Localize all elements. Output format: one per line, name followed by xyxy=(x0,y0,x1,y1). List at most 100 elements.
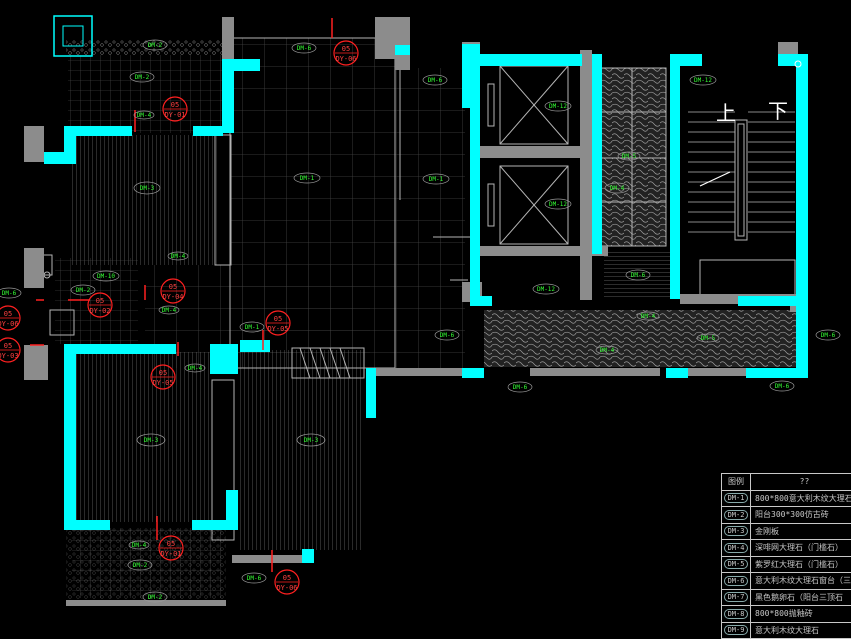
tag-dm1-living[interactable]: DM-1 xyxy=(293,172,321,184)
corridor-tile-floor xyxy=(395,68,465,368)
svg-text:DM-6: DM-6 xyxy=(513,384,528,391)
svg-text:DY-02: DY-02 xyxy=(89,307,110,315)
svg-text:DM-1: DM-1 xyxy=(245,324,260,331)
tag-dm6-lobby-br[interactable]: DM-6 xyxy=(769,380,795,392)
tag-dm4-2[interactable]: DM-4 xyxy=(167,251,189,261)
svg-text:DY-06: DY-06 xyxy=(276,584,297,592)
tag-dm4-1[interactable]: DM-4 xyxy=(133,110,155,120)
tag-dm6-threshold[interactable]: DM-6 xyxy=(625,269,651,281)
svg-text:DM-2: DM-2 xyxy=(135,74,150,81)
svg-text:DM-6: DM-6 xyxy=(428,77,443,84)
svg-text:DM-4: DM-4 xyxy=(600,347,615,354)
svg-text:DM-6: DM-6 xyxy=(631,272,646,279)
svg-text:05: 05 xyxy=(342,45,350,53)
svg-text:DM-12: DM-12 xyxy=(537,286,555,293)
svg-text:DM-4: DM-4 xyxy=(132,542,147,549)
tag-dm4-7[interactable]: DM-4 xyxy=(636,311,660,321)
svg-text:05: 05 xyxy=(274,315,282,323)
tag-dm1-corridor[interactable]: DM-1 xyxy=(422,173,450,185)
svg-text:DM-2: DM-2 xyxy=(133,562,148,569)
tag-dm6-left[interactable]: DM-6 xyxy=(0,287,22,299)
svg-text:05: 05 xyxy=(171,101,179,109)
tag-dm5-2[interactable]: DM-5 xyxy=(617,151,641,161)
drain-mark xyxy=(794,60,802,68)
tag-dm3-bedroom3[interactable]: DM-3 xyxy=(296,433,326,447)
tag-dm2-balcony[interactable]: DM-2 xyxy=(129,71,155,83)
svg-text:05: 05 xyxy=(4,310,12,318)
svg-text:DM-4: DM-4 xyxy=(641,313,656,320)
balcony-pebble-area xyxy=(66,528,226,603)
svg-text:05: 05 xyxy=(169,283,177,291)
svg-text:DM-6: DM-6 xyxy=(775,383,790,390)
svg-text:DM-4: DM-4 xyxy=(137,112,152,119)
tag-dm12-lobby[interactable]: DM-12 xyxy=(532,283,560,295)
legend-header: 图例 ?? xyxy=(722,474,851,490)
svg-text:DM-6: DM-6 xyxy=(297,45,312,52)
tag-dm4-4[interactable]: DM-4 xyxy=(184,363,206,373)
tag-dm6-top[interactable]: DM-6 xyxy=(291,42,317,54)
svg-text:DM-12: DM-12 xyxy=(549,201,567,208)
tag-dm6-lobby-left[interactable]: DM-6 xyxy=(434,329,460,341)
tag-dm10-bath[interactable]: DM-10 xyxy=(92,270,120,282)
tag-dm5-1[interactable]: DM-5 xyxy=(696,333,720,343)
svg-text:DM-4: DM-4 xyxy=(171,253,186,260)
tag-dm2-bottom[interactable]: DM-2 xyxy=(127,559,153,571)
svg-text:DM-3: DM-3 xyxy=(144,437,159,444)
tag-dm4-3[interactable]: DM-4 xyxy=(158,305,180,315)
svg-text:DM-1: DM-1 xyxy=(300,175,315,182)
svg-text:05: 05 xyxy=(96,297,104,305)
balcony-top-floor xyxy=(68,55,223,133)
tag-dm1-hall[interactable]: DM-1 xyxy=(239,321,265,333)
svg-text:DM-4: DM-4 xyxy=(188,365,203,372)
tag-dm6-lobby-right[interactable]: DM-6 xyxy=(815,329,841,341)
bedroom-2-wood-floor xyxy=(75,352,210,522)
tag-dm6-bottom[interactable]: DM-6 xyxy=(241,572,267,584)
svg-text:05: 05 xyxy=(4,342,12,350)
tag-dm2-bottom-edge[interactable]: DM-2 xyxy=(142,591,168,603)
tag-dm2-bath[interactable]: DM-2 xyxy=(70,284,96,296)
tag-dm4-8[interactable]: DM-4 xyxy=(595,345,619,355)
svg-text:DY-04: DY-04 xyxy=(162,293,183,301)
tag-dm3-bedroom1[interactable]: DM-3 xyxy=(133,181,161,195)
svg-text:DM-2: DM-2 xyxy=(76,287,91,294)
tag-dm12-lift2[interactable]: DM-12 xyxy=(544,198,572,210)
svg-text:DM-12: DM-12 xyxy=(549,103,567,110)
tag-dm4-6[interactable]: DM-4 xyxy=(604,182,630,194)
svg-text:05: 05 xyxy=(283,574,291,582)
svg-text:DM-2: DM-2 xyxy=(148,594,163,601)
svg-text:DM-2: DM-2 xyxy=(148,42,163,49)
tag-dm12-lift1[interactable]: DM-12 xyxy=(544,100,572,112)
svg-text:DM-1: DM-1 xyxy=(429,176,444,183)
walls xyxy=(44,44,808,563)
planter-box xyxy=(53,15,93,57)
stair-down-label: 下 xyxy=(768,99,788,123)
tag-dm3-bedroom2[interactable]: DM-3 xyxy=(136,433,166,447)
svg-text:05: 05 xyxy=(159,369,167,377)
svg-text:DM-3: DM-3 xyxy=(304,437,319,444)
svg-text:DM-6: DM-6 xyxy=(2,290,17,297)
tag-dm12-stair[interactable]: DM-12 xyxy=(689,74,717,86)
tag-dm2-top[interactable]: DM-2 xyxy=(142,39,168,51)
tag-dm6-corridor[interactable]: DM-6 xyxy=(422,74,448,86)
svg-text:DM-4: DM-4 xyxy=(162,307,177,314)
tag-dm6-lobby-bottom[interactable]: DM-6 xyxy=(507,381,533,393)
tag-dm4-5[interactable]: DM-4 xyxy=(128,540,150,550)
